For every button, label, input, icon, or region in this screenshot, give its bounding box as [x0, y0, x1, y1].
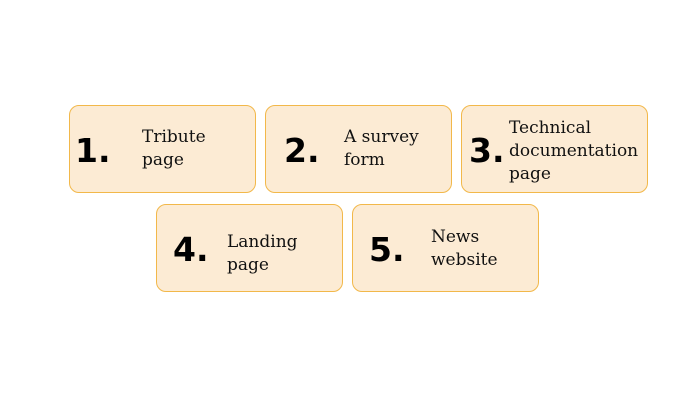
- project-label: Landing page: [227, 232, 298, 275]
- project-card-1: 1. Tribute page: [69, 105, 256, 193]
- project-card-3: 3. Technical documentation page: [461, 105, 648, 193]
- project-card-5: 5. News website: [352, 204, 539, 292]
- project-label: Technical documentation page: [509, 118, 639, 184]
- project-label: A survey form: [344, 127, 419, 170]
- project-number: 1.: [75, 131, 111, 170]
- project-label: Tribute page: [142, 127, 206, 170]
- project-card-2: 2. A survey form: [265, 105, 452, 193]
- project-card-4: 4. Landing page: [156, 204, 343, 292]
- project-number: 5.: [369, 230, 405, 269]
- project-number: 3.: [469, 131, 505, 170]
- project-label: News website: [431, 227, 498, 270]
- project-number: 2.: [284, 131, 320, 170]
- project-number: 4.: [173, 230, 209, 269]
